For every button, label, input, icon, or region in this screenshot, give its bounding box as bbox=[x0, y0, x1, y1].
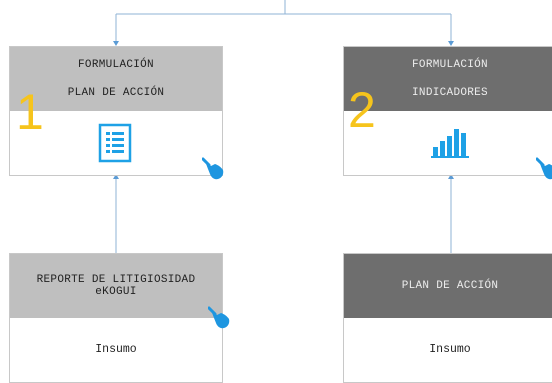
card-formulacion-indicadores[interactable]: FORMULACIÓN INDICADORES 2 bbox=[343, 46, 552, 180]
bar-chart-icon bbox=[431, 129, 469, 158]
card-header: FORMULACIÓN INDICADORES bbox=[344, 47, 552, 111]
card-title-line1: FORMULACIÓN bbox=[78, 59, 154, 71]
pointer-hand-icon[interactable] bbox=[202, 157, 228, 183]
card-title-line2: eKOGUI bbox=[95, 286, 137, 298]
step-number: 2 bbox=[348, 82, 376, 138]
card-header: PLAN DE ACCIÓN bbox=[344, 254, 552, 318]
card-title-line2: INDICADORES bbox=[412, 87, 488, 99]
card-formulacion-plan-accion[interactable]: FORMULACIÓN PLAN DE ACCIÓN 1 bbox=[9, 46, 224, 180]
card-title-line1: PLAN DE ACCIÓN bbox=[401, 280, 499, 292]
card-header: REPORTE DE LITIGIOSIDAD eKOGUI bbox=[10, 254, 222, 318]
card-title-line1: REPORTE DE LITIGIOSIDAD bbox=[36, 274, 196, 286]
card-title-line2: PLAN DE ACCIÓN bbox=[67, 87, 165, 99]
list-document-icon bbox=[98, 123, 132, 163]
pointer-hand-icon[interactable] bbox=[536, 157, 552, 183]
card-body-text: Insumo bbox=[429, 343, 471, 356]
card-header: FORMULACIÓN PLAN DE ACCIÓN bbox=[10, 47, 222, 111]
card-title-line1: FORMULACIÓN bbox=[412, 59, 488, 71]
card-plan-accion-insumo[interactable]: PLAN DE ACCIÓN Insumo bbox=[343, 253, 552, 383]
pointer-hand-icon[interactable] bbox=[208, 306, 234, 332]
card-body-text: Insumo bbox=[95, 343, 137, 356]
card-reporte-litigiosidad[interactable]: REPORTE DE LITIGIOSIDAD eKOGUI Insumo bbox=[9, 253, 230, 383]
step-number: 1 bbox=[16, 84, 44, 140]
